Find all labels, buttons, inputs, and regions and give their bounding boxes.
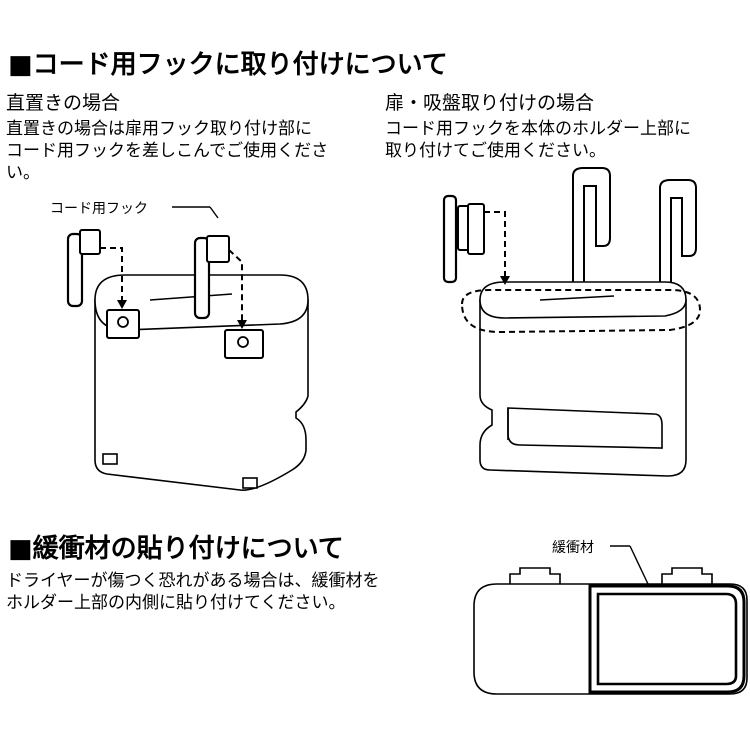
door-suction-text-line-2: 取り付けてご使用ください。: [385, 141, 606, 161]
standalone-text-line-1: 直置きの場合は扉用フック取り付け部に: [6, 119, 312, 139]
cushion-heading: ■緩衝材の貼り付けについて: [8, 534, 344, 564]
cushion-callout: 緩衝材: [552, 540, 594, 556]
cushion-illustration: [473, 545, 748, 695]
cushion-text-line-2: ホルダー上部の内側に貼り付けてください。: [6, 593, 346, 613]
standalone-text-line-2: コード用フックを差しこんでご使用くださ: [6, 141, 329, 161]
door-suction-text-line-1: コード用フックを本体のホルダー上部に: [385, 119, 691, 139]
cushion-text-line-1: ドライヤーが傷つく恐れがある場合は、緩衝材を: [6, 571, 380, 591]
standalone-text-line-3: い。: [6, 163, 40, 183]
standalone-holder-illustration: [66, 206, 309, 491]
door-mount-holder-illustration: [442, 167, 702, 477]
cord-hook-heading: ■コード用フックに取り付けについて: [8, 50, 448, 80]
standalone-title: 直置きの場合: [6, 92, 121, 114]
cord-hook-callout: コード用フック: [50, 201, 148, 217]
door-suction-title: 扉・吸盤取り付けの場合: [385, 92, 595, 114]
